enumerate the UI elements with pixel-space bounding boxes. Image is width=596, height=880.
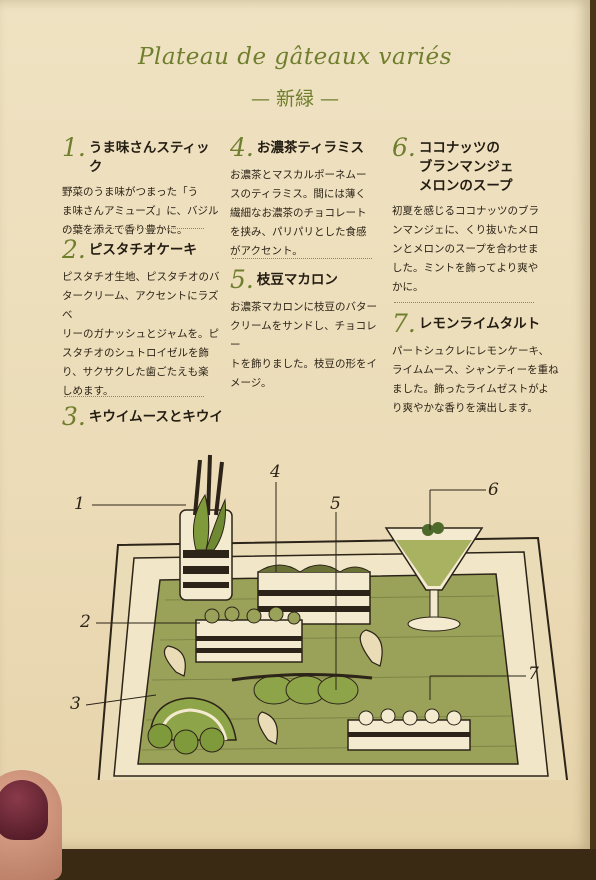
- menu-item-7: 7.レモンライムタルト パートシュクレにレモンケーキ、 ライムムース、シャンティ…: [392, 309, 562, 418]
- callout-5: 5: [330, 494, 341, 514]
- divider: [394, 302, 534, 303]
- item-description: 野菜のうま味がつまった「う ま味さんアミューズ」に、バジル の葉を添えて香り豊か…: [62, 186, 219, 236]
- item-number: 3.: [62, 402, 86, 431]
- item-name: お濃茶ティラミス: [256, 140, 365, 156]
- callout-3: 3: [70, 694, 81, 714]
- item-name: ココナッツの ブランマンジェ メロンのスープ: [418, 140, 514, 194]
- item-number: 1.: [62, 133, 86, 162]
- pistachio-cake: [195, 606, 303, 663]
- menu-item-4: 4.お濃茶ティラミス お濃茶とマスカルポーネムー スのティラミス。間には薄く 繊…: [230, 133, 380, 261]
- item-description: お濃茶とマスカルポーネムー スのティラミス。間には薄く 繊細なお濃茶のチョコレー…: [230, 169, 367, 257]
- item-description: ピスタチオ生地、ピスタチオのバ タークリーム、アクセントにラズベ リーのガナッシ…: [62, 271, 220, 397]
- kiwi-mousse: [147, 697, 237, 755]
- fingernail: [0, 780, 48, 840]
- callout-lines: [85, 482, 526, 706]
- callout-7: 7: [528, 664, 539, 684]
- menu-item-3: 3.キウイムースとキウイ: [62, 402, 232, 431]
- item-number: 6.: [392, 133, 416, 162]
- divider: [64, 396, 204, 397]
- menu-item-2: 2.ピスタチオケーキ ピスタチオ生地、ピスタチオのバ タークリーム、アクセントに…: [62, 235, 222, 401]
- item-description: 初夏を感じるココナッツのブラ ンマンジェに、くり抜いたメロ ンとメロンのスープを…: [392, 205, 539, 293]
- callout-1: 1: [74, 494, 85, 514]
- item-name: うま味さんスティック: [88, 140, 210, 175]
- edamame-macaron: [231, 672, 373, 705]
- callout-4: 4: [270, 462, 281, 482]
- lemon-lime-tart: [347, 708, 471, 751]
- menu-item-5: 5.枝豆マカロン お濃茶マカロンに枝豆のバター クリームをサンドし、チョコレー …: [230, 265, 380, 393]
- coconut-blancmange-glass: [384, 522, 484, 632]
- item-description: パートシュクレにレモンケーキ、 ライムムース、シャンティーを重ね ました。飾った…: [392, 345, 559, 414]
- item-number: 2.: [62, 235, 86, 264]
- menu-item-1: 1.うま味さんスティック 野菜のうま味がつまった「う ま味さんアミューズ」に、バ…: [62, 133, 222, 240]
- item-description: お濃茶マカロンに枝豆のバター クリームをサンドし、チョコレー トを飾りました。枝…: [230, 301, 377, 389]
- item-name: 枝豆マカロン: [256, 272, 338, 288]
- menu-subtitle: — 新緑 —: [250, 88, 340, 110]
- dessert-plate-illustration: [85, 454, 569, 780]
- callout-6: 6: [488, 480, 499, 500]
- item-number: 5.: [230, 265, 254, 294]
- card-edge-shadow: [590, 0, 596, 849]
- item-number: 7.: [392, 309, 416, 338]
- divider: [232, 258, 372, 259]
- divider: [64, 228, 204, 229]
- item-name: レモンライムタルト: [418, 316, 541, 332]
- menu-card: Plateau de gâteaux variés — 新緑 — 1.うま味さん…: [0, 0, 590, 849]
- callout-2: 2: [80, 612, 91, 632]
- menu-title: Plateau de gâteaux variés: [138, 44, 452, 70]
- umami-stick-glass: [179, 454, 233, 601]
- item-name: キウイムースとキウイ: [88, 409, 223, 425]
- item-name: ピスタチオケーキ: [88, 242, 197, 258]
- decor-leaves: [163, 629, 383, 745]
- menu-item-6: 6.ココナッツの ブランマンジェ メロンのスープ 初夏を感じるココナッツのブラ …: [392, 133, 552, 297]
- item-number: 4.: [230, 133, 254, 162]
